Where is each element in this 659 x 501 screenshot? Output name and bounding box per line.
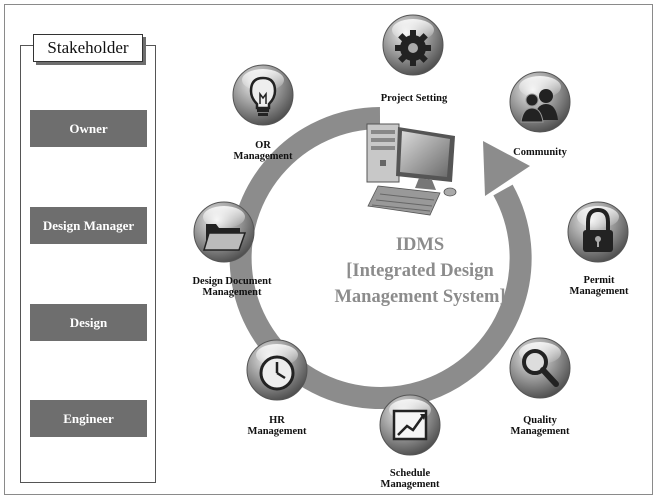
center-title-line2: [Integrated Design <box>346 261 494 281</box>
label-design-document-management: Design Document Management <box>192 276 272 298</box>
project-setting-sphere[interactable] <box>382 14 444 76</box>
lightbulb-icon <box>249 76 277 116</box>
community-sphere[interactable] <box>509 71 571 133</box>
computer-icon <box>366 123 457 216</box>
stakeholder-engineer: Engineer <box>30 400 147 437</box>
cycle-arrow <box>229 107 532 409</box>
or-management-sphere[interactable] <box>232 64 294 126</box>
label-permit-management: Permit Management <box>569 275 629 297</box>
chart-icon <box>392 409 428 441</box>
stakeholder-title: Stakeholder <box>33 34 143 62</box>
center-title-line3: Management System] <box>334 287 506 307</box>
padlock-icon <box>583 207 613 252</box>
stakeholder-design-manager: Design Manager <box>30 207 147 244</box>
stakeholder-design: Design <box>30 304 147 341</box>
quality-management-sphere[interactable] <box>509 337 571 399</box>
center-title: IDMS [Integrated Design Management Syste… <box>310 232 530 310</box>
label-schedule-management: Schedule Management <box>380 468 440 490</box>
clock-icon <box>259 355 295 391</box>
diagram-frame <box>4 4 653 495</box>
users-icon <box>520 89 558 123</box>
hr-management-sphere[interactable] <box>246 339 308 401</box>
permit-management-sphere[interactable] <box>567 201 629 263</box>
center-title-line1: IDMS <box>395 235 445 255</box>
label-or-management: OR Management <box>233 140 293 162</box>
gear-icon <box>395 30 431 66</box>
schedule-management-sphere[interactable] <box>379 394 441 456</box>
folder-icon <box>202 224 247 251</box>
label-community: Community <box>513 147 567 158</box>
label-project-setting: Project Setting <box>380 93 448 104</box>
label-quality-management: Quality Management <box>510 415 570 437</box>
label-hr-management: HR Management <box>247 415 307 437</box>
design-document-sphere[interactable] <box>193 201 255 263</box>
stakeholder-owner: Owner <box>30 110 147 147</box>
magnifier-icon <box>522 349 559 387</box>
